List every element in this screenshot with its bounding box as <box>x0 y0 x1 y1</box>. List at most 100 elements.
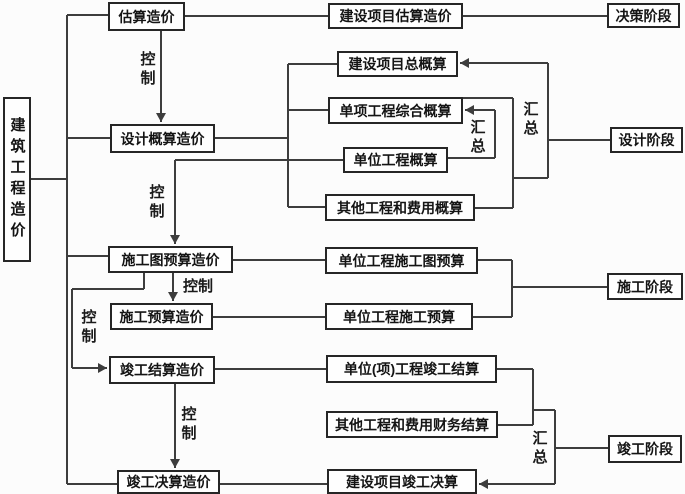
edge-settlement-control-final-account <box>174 384 176 468</box>
edge-right-bracket-to-summary-line <box>513 177 548 179</box>
node-label-project-total-budget: 建设项目总概算 <box>348 56 447 72</box>
edge-label-control-2: 控制 <box>147 184 165 222</box>
edge-unit-drawing-to-construction-bracket <box>478 259 512 261</box>
edge-bracket-to-single-project <box>288 109 328 111</box>
edge-building-cost-to-trunk <box>31 178 67 180</box>
node-unit-project-budget: 单位工程概算 <box>343 147 448 173</box>
node-completion-final-account-cost: 竣工决算造价 <box>117 470 220 494</box>
edge-drawing-control-completion-settlement <box>71 289 73 368</box>
edge-completion-bracket-link <box>533 409 555 411</box>
node-label-unit-project-budget: 单位工程概算 <box>353 152 438 168</box>
node-building-cost: 建筑工程造价 <box>3 97 31 262</box>
edge-unit-budget-summary-into-single-project <box>465 109 495 111</box>
edge-trunk-to-estimate <box>67 14 108 16</box>
edge-single-project-to-right-bracket <box>463 97 513 99</box>
node-label-stage-decision: 决策阶段 <box>615 7 672 24</box>
edge-summary-into-project-completion <box>479 483 555 485</box>
edge-design-budget-to-left-bracket <box>215 137 288 139</box>
node-label-project-estimate: 建设项目估算造价 <box>339 8 452 24</box>
node-other-project-fee-budget: 其他工程和费用概算 <box>325 194 475 221</box>
edge-trunk-line <box>66 15 68 484</box>
node-label-stage-design: 设计阶段 <box>618 132 675 148</box>
edge-design-summary-vertical <box>547 63 549 178</box>
node-label-other-project-fee-budget: 其他工程和费用概算 <box>337 199 463 216</box>
edge-completion-summary-to-stage <box>555 447 608 449</box>
edge-construction-budget-to-unit-budget <box>213 316 325 318</box>
edge-unit-budget-summary-into-single-project <box>494 110 496 158</box>
edge-unit-budget-summary-into-single-project <box>448 157 495 159</box>
node-project-estimate: 建设项目估算造价 <box>328 3 463 29</box>
node-label-construction-drawing-budget-cost: 施工图预算造价 <box>121 251 220 268</box>
edge-label-summary-design: 汇总 <box>521 101 539 139</box>
arrowhead-unit-budget-control-construction-drawing <box>170 235 180 244</box>
edge-label-control-1: 控制 <box>138 51 156 89</box>
node-label-building-cost: 建筑工程造价 <box>8 116 26 243</box>
edge-project-estimate-to-decision-stage <box>463 15 607 17</box>
node-unit-construction-budget: 单位工程施工预算 <box>325 303 473 330</box>
node-label-unit-completion-settlement: 单位(项)工程竣工结算 <box>343 361 480 377</box>
edge-unit-completion-to-bracket <box>497 368 533 370</box>
arrowhead-summary-into-project-completion <box>479 479 488 489</box>
edge-other-financial-to-bracket <box>498 424 533 426</box>
edge-design-right-bracket <box>512 98 514 208</box>
edge-label-control-4: 控制 <box>79 309 97 347</box>
arrowhead-drawing-control-completion-settlement <box>98 363 107 373</box>
edge-label-control-5: 控制 <box>179 406 197 444</box>
node-estimate-cost: 估算造价 <box>108 2 185 31</box>
node-unit-construction-drawing-budget: 单位工程施工图预算 <box>325 247 478 274</box>
edge-bracket-to-other-budget <box>288 206 325 208</box>
node-label-design-budget-cost: 设计概算造价 <box>120 130 205 147</box>
edge-drawing-control-completion-settlement <box>72 367 107 369</box>
node-label-other-fee-financial-settlement: 其他工程和费用财务结算 <box>335 416 489 433</box>
node-label-project-completion-final-account: 建设项目竣工决算 <box>346 473 458 490</box>
node-label-estimate-cost: 估算造价 <box>118 8 175 25</box>
edge-final-account-to-project-completion <box>220 483 327 485</box>
arrowhead-unit-budget-summary-into-single-project <box>465 105 474 115</box>
arrowhead-estimate-control-design-budget <box>156 113 166 122</box>
node-unit-completion-settlement: 单位(项)工程竣工结算 <box>326 355 497 383</box>
edge-trunk-to-construction-drawing <box>67 255 108 257</box>
node-construction-budget-cost: 施工预算造价 <box>110 303 213 330</box>
edge-unit-budget-control-construction-drawing <box>174 160 176 244</box>
edge-completion-bracket <box>532 369 534 425</box>
node-construction-drawing-budget-cost: 施工图预算造价 <box>108 246 233 273</box>
node-stage-completion: 竣工阶段 <box>608 435 682 463</box>
arrowhead-settlement-control-final-account <box>170 459 180 468</box>
node-label-completion-final-account-cost: 竣工决算造价 <box>126 474 211 490</box>
node-single-project-comprehensive-budget: 单项工程综合概算 <box>328 97 463 124</box>
edge-trunk-to-design-budget <box>67 137 110 139</box>
edge-design-left-bracket <box>287 64 289 207</box>
node-label-unit-construction-drawing-budget: 单位工程施工图预算 <box>338 252 465 269</box>
edge-drawing-control-completion-settlement <box>72 288 144 290</box>
edge-trunk-to-completion-final <box>67 483 117 485</box>
edge-unit-budget-control-construction-drawing <box>175 159 343 161</box>
edge-unit-construction-to-bracket <box>473 316 512 318</box>
node-label-completion-settlement-cost: 竣工结算造价 <box>120 362 204 378</box>
node-label-construction-budget-cost: 施工预算造价 <box>119 308 204 325</box>
edge-construction-bracket <box>511 260 513 317</box>
arrowhead-summary-into-project-total <box>460 58 469 68</box>
node-label-unit-construction-budget: 单位工程施工预算 <box>343 308 455 325</box>
edge-drawing-control-construction-budget <box>172 273 174 301</box>
node-stage-construction: 施工阶段 <box>607 273 683 300</box>
edge-construction-bracket-to-stage <box>512 286 607 288</box>
node-project-completion-final-account: 建设项目竣工决算 <box>327 469 477 494</box>
edge-estimate-to-project-estimate <box>185 15 328 17</box>
node-stage-decision: 决策阶段 <box>607 3 680 28</box>
node-design-budget-cost: 设计概算造价 <box>110 124 215 153</box>
edge-other-budget-to-right-bracket <box>475 207 513 209</box>
node-project-total-budget: 建设项目总概算 <box>337 51 458 77</box>
edge-summary-into-project-total <box>460 62 548 64</box>
edge-summary-to-design-stage <box>548 139 610 141</box>
arrowhead-drawing-control-construction-budget <box>168 292 178 301</box>
node-completion-settlement-cost: 竣工结算造价 <box>109 356 215 384</box>
edge-label-control-3: 控制 <box>183 278 214 295</box>
edge-label-summary-small: 汇总 <box>468 119 486 157</box>
edge-bracket-to-project-total <box>288 63 337 65</box>
edge-drawing-to-unit-drawing-budget <box>233 259 325 261</box>
edge-drawing-control-completion-settlement <box>143 273 145 289</box>
node-label-stage-construction: 施工阶段 <box>617 278 673 295</box>
node-other-fee-financial-settlement: 其他工程和费用财务结算 <box>326 411 498 438</box>
node-label-stage-completion: 竣工阶段 <box>617 441 673 457</box>
